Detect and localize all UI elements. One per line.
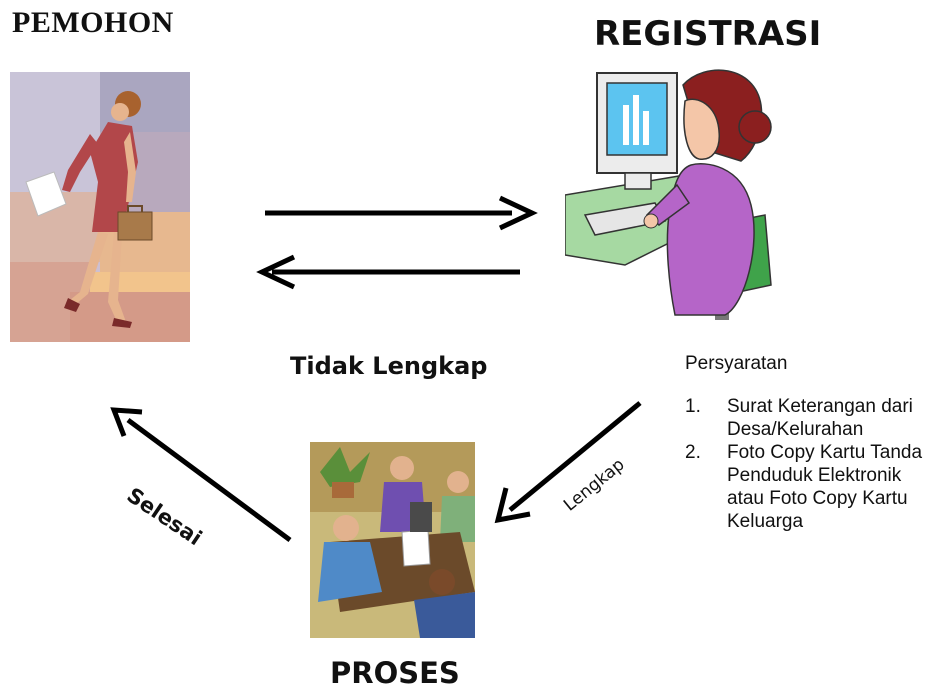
arrow-registrasi-to-proses bbox=[494, 401, 642, 524]
requirements-block: Persyaratan 1. Surat Keterangan dari Des… bbox=[685, 352, 935, 533]
registrasi-clipart bbox=[565, 69, 772, 320]
requirements-title: Persyaratan bbox=[685, 353, 788, 374]
tidak-lengkap-label: Tidak Lengkap bbox=[290, 352, 488, 380]
arrow-proses-to-pemohon bbox=[110, 407, 292, 543]
proses-clipart bbox=[310, 442, 475, 638]
requirement-item: 2. Foto Copy Kartu Tanda Penduduk Elektr… bbox=[685, 441, 935, 533]
registrasi-title: REGISTRASI bbox=[594, 14, 822, 54]
requirement-number: 2. bbox=[685, 442, 701, 463]
pemohon-clipart bbox=[10, 72, 190, 342]
proses-title: PROSES bbox=[330, 656, 460, 690]
requirement-number: 1. bbox=[685, 396, 701, 417]
arrow-registrasi-to-pemohon bbox=[256, 254, 520, 290]
requirement-text: Surat Keterangan dari Desa/Kelurahan bbox=[727, 396, 913, 440]
requirement-text: Foto Copy Kartu Tanda Penduduk Elektroni… bbox=[727, 442, 923, 532]
arrow-pemohon-to-registrasi bbox=[265, 195, 538, 231]
pemohon-title: PEMOHON bbox=[12, 6, 174, 39]
requirement-item: 1. Surat Keterangan dari Desa/Kelurahan bbox=[685, 395, 935, 441]
